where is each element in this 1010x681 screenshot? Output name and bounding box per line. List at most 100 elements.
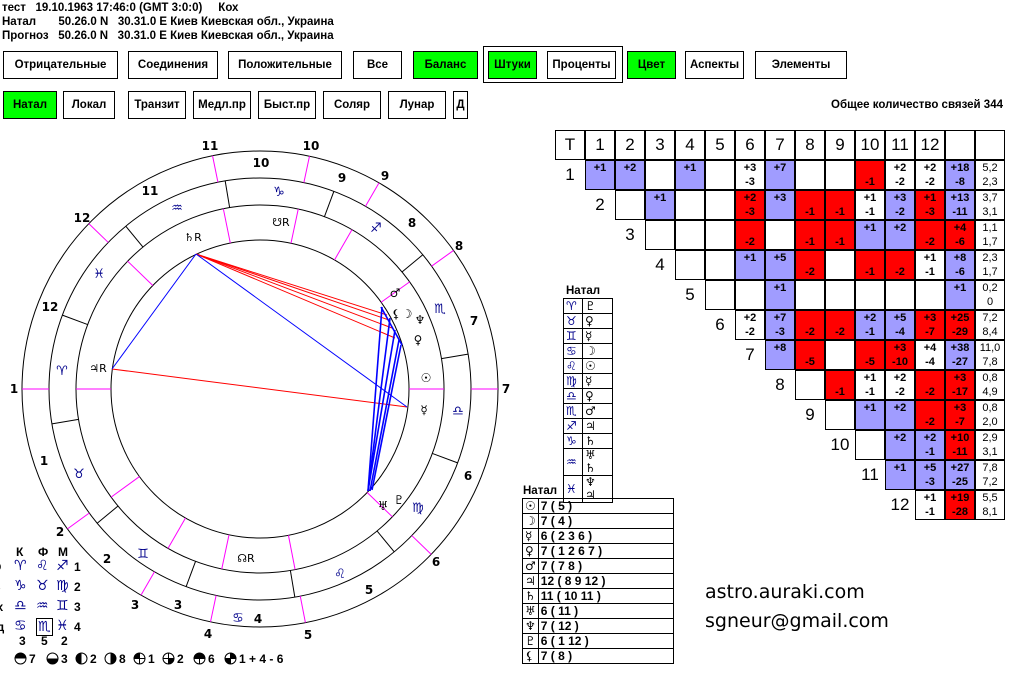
legend-row-label: Вх	[0, 600, 3, 614]
matrix-row-label: 9	[805, 405, 815, 424]
cell-value: +18	[950, 162, 970, 174]
matrix-header-cell: 12	[915, 130, 945, 160]
cell-value: 7,2	[982, 312, 998, 324]
website-link[interactable]: astro.auraki.com	[705, 581, 865, 603]
cell-value: +1	[923, 192, 937, 204]
cell-value: +2	[893, 432, 907, 444]
matrix-cell: +1	[585, 160, 615, 190]
cell-value: +7	[773, 162, 787, 174]
cell-value: +2	[743, 312, 757, 324]
legend-sign: ♑	[14, 578, 27, 594]
all-button[interactable]: Все	[353, 51, 402, 79]
sign-cell: ♈	[563, 298, 583, 314]
matrix-header-cell: 6	[735, 130, 765, 160]
tab-d[interactable]: Д	[453, 91, 468, 119]
cell-value: -11	[952, 206, 968, 218]
matrix-row-label: 5	[685, 285, 695, 304]
cell-value: 5,5	[982, 492, 998, 504]
matrix-cell: +3-2	[885, 190, 915, 220]
matrix-sum-cell: +10-11	[945, 430, 975, 460]
matrix-row-label: 10	[830, 435, 850, 454]
tab-transit[interactable]: Транзит	[128, 91, 186, 119]
cell-value: 1,1	[982, 222, 998, 234]
jupiter-glyph: ♃R	[89, 362, 107, 375]
houses-cell: 7 ( 8 )	[537, 648, 675, 664]
cell-value: +3	[923, 312, 937, 324]
legend-header: К	[16, 545, 24, 559]
matrix-cell: +1	[885, 460, 915, 490]
aspects-button[interactable]: Аспекты	[685, 51, 744, 79]
cell-value: -7	[925, 326, 935, 338]
cell-value: +27	[950, 462, 970, 474]
cell-value: +5	[923, 462, 937, 474]
cell-value: 0,8	[982, 402, 998, 414]
sign-aries: ♈	[56, 364, 68, 379]
cell-value: +1	[893, 462, 907, 474]
matrix-cell	[885, 280, 915, 310]
house-cusp-line	[222, 208, 231, 244]
saturn-glyph: ♄R	[184, 231, 202, 244]
elements-button[interactable]: Элементы	[755, 51, 847, 79]
aspect-line	[380, 306, 403, 346]
tab-solar[interactable]: Соляр	[323, 91, 381, 119]
legend-count: 3	[74, 600, 81, 614]
sign-boundary-line	[323, 191, 335, 217]
matrix-cell: +5-4	[885, 310, 915, 340]
cell-value: 2,0	[982, 416, 998, 428]
cell-value: -5	[805, 356, 815, 368]
conjunctions-button[interactable]: Соединения	[128, 51, 218, 79]
sign-taurus: ♉	[73, 467, 85, 482]
lilith-glyph: ⚸	[392, 307, 401, 321]
planet-cell: ⚸	[522, 648, 539, 664]
ruler-cell: ♂	[582, 403, 613, 419]
percent-button[interactable]: Проценты	[547, 51, 616, 79]
pluto-glyph: ♇	[394, 493, 405, 507]
matrix-sum-cell: +1	[945, 280, 975, 310]
matrix-sum-cell: +38-27	[945, 340, 975, 370]
count-button[interactable]: Штуки	[488, 51, 537, 79]
cell-value: +4	[923, 342, 937, 354]
cell-value: +2	[893, 222, 907, 234]
cell-value: +1	[863, 372, 877, 384]
planet-cell: ♅	[522, 603, 539, 619]
mars-glyph: ♂	[390, 286, 401, 300]
cell-value: -2	[925, 176, 935, 188]
matrix-row-label: 6	[715, 315, 725, 334]
natal-location-line: Натал 50.26.0 N 30.31.0 E Киев Киевская …	[2, 16, 334, 28]
cell-value: +1	[683, 162, 697, 174]
houses-cell: 7 ( 1 2 6 7 )	[537, 543, 675, 559]
tab-slow-progression[interactable]: Медл.пр	[193, 91, 251, 119]
tab-natal[interactable]: Натал	[3, 91, 57, 119]
sign-row: ♋☽	[563, 343, 613, 359]
cell-value: +7	[773, 312, 787, 324]
legend-count: 4	[74, 620, 81, 634]
tab-lunar[interactable]: Лунар	[388, 91, 446, 119]
matrix-cell: +1	[735, 250, 765, 280]
natal-chart-wheel: 1 2 3 4 5 6 7 8 9 10 11 12 1 2 3 4 5 6 7…	[10, 139, 510, 642]
inner-house-5: 5	[365, 583, 373, 597]
sign-row: ♍☿	[563, 373, 613, 389]
color-button[interactable]: Цвет	[627, 51, 676, 79]
sign-cell: ♐	[563, 418, 583, 434]
cell-value: +1	[863, 192, 877, 204]
tab-fast-progression[interactable]: Быст.пр	[258, 91, 316, 119]
matrix-row-label: 7	[745, 345, 755, 364]
tab-local[interactable]: Локал	[63, 91, 115, 119]
phase-count: 8	[119, 652, 126, 666]
wheel-ring	[48, 177, 472, 601]
email-link[interactable]: sgneur@gmail.com	[705, 610, 889, 632]
cell-value: +3	[773, 192, 787, 204]
balance-button[interactable]: Баланс	[413, 51, 478, 79]
sign-cell: ♎	[563, 388, 583, 404]
matrix-cell: +8	[765, 340, 795, 370]
cell-value: -17	[952, 386, 968, 398]
positive-button[interactable]: Положительные	[228, 51, 342, 79]
ruler-cell: ♀	[582, 313, 613, 329]
matrix-cell	[705, 160, 735, 190]
matrix-cell: +1	[645, 190, 675, 220]
house-cusp-line	[167, 517, 186, 549]
negative-button[interactable]: Отрицательные	[3, 51, 118, 79]
matrix-cell: -1	[795, 220, 825, 250]
matrix-cell: -1	[795, 190, 825, 220]
